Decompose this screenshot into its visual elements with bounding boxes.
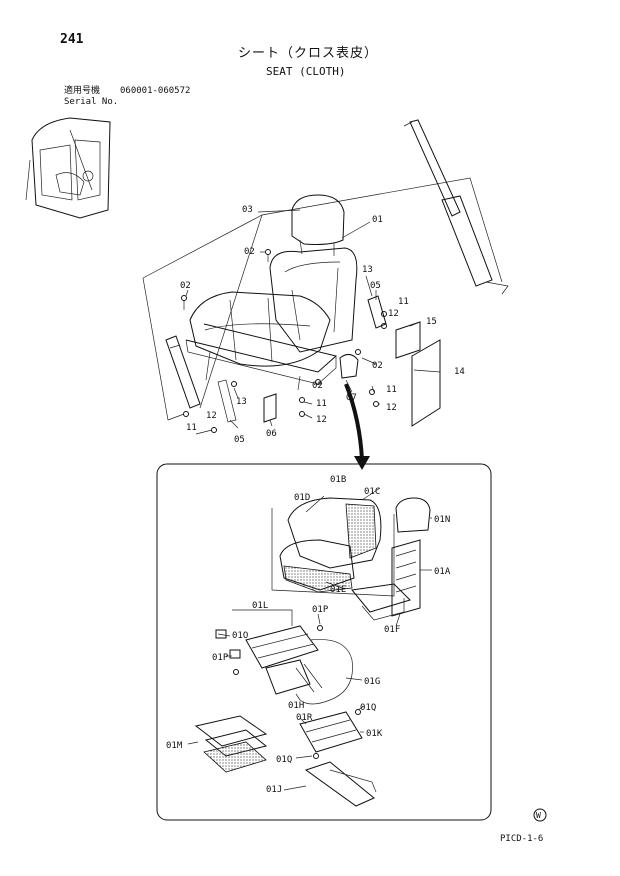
region-mark: W	[536, 811, 541, 820]
cover-plate-15	[395, 321, 421, 359]
label-01P-left: 01P	[212, 653, 229, 663]
bracket-06	[263, 393, 277, 423]
detail-cable-01G	[299, 639, 353, 705]
label-14: 14	[454, 367, 465, 377]
label-12-mid: 12	[386, 403, 397, 413]
label-03: 03	[242, 205, 253, 215]
side-panel-14	[411, 339, 441, 427]
label-11-right: 11	[398, 297, 409, 307]
seat-belt-left	[165, 335, 237, 423]
label-01C: 01C	[364, 487, 380, 497]
label-01E: 01E	[330, 585, 346, 595]
serial-label-japanese: 適用号機	[64, 86, 101, 96]
label-01G: 01G	[364, 677, 380, 687]
serial-range: 060001-060572	[120, 86, 191, 96]
label-15: 15	[426, 317, 437, 327]
label-02-left: 02	[180, 281, 191, 291]
label-13-left: 13	[236, 397, 247, 407]
bracket-07	[339, 354, 359, 379]
label-11-mid: 11	[386, 385, 397, 395]
label-01J: 01J	[266, 785, 282, 795]
detail-seat-cushion	[271, 497, 395, 597]
label-01H: 01H	[288, 701, 304, 711]
label-01: 01	[372, 215, 383, 225]
label-01L: 01L	[252, 601, 268, 611]
detail-lever-01J	[304, 761, 377, 807]
label-01Q-bottom: 01Q	[276, 755, 292, 765]
label-07: 07	[346, 393, 357, 403]
detail-arrow-head	[354, 456, 370, 470]
cab-inset-illustration	[25, 117, 111, 219]
label-01O: 01O	[232, 631, 248, 641]
detail-slide-rails	[215, 625, 323, 695]
seat-main-illustration	[185, 194, 358, 391]
title-japanese: シート（クロス表皮）	[238, 46, 379, 61]
label-02-mid: 02	[372, 361, 383, 371]
label-11-lower: 11	[316, 399, 327, 409]
label-01K: 01K	[366, 729, 383, 739]
label-06: 06	[266, 429, 277, 439]
bolts	[167, 249, 387, 435]
region-mark-circle	[533, 808, 547, 822]
label-01R: 01R	[296, 713, 313, 723]
figure-code: PICD-1-6	[500, 834, 544, 844]
label-05-left: 05	[234, 435, 245, 445]
gas-strut-illustration	[403, 119, 509, 295]
part-labels: 01 03 02 02 13 05 11 12 15 14 02 02 07 1…	[166, 205, 465, 795]
label-12-right: 12	[388, 309, 399, 319]
label-01N: 01N	[434, 515, 450, 525]
detail-back-frame	[351, 539, 421, 621]
label-01A: 01A	[434, 567, 451, 577]
label-01Q-top: 01Q	[360, 703, 376, 713]
label-12-lower: 12	[316, 415, 327, 425]
label-12-left: 12	[206, 411, 217, 421]
label-01B: 01B	[330, 475, 346, 485]
label-11-left: 11	[186, 423, 197, 433]
serial-label-english: Serial No.	[64, 97, 119, 107]
leader-lines	[185, 209, 441, 791]
detail-suspension	[299, 709, 363, 759]
label-05-right: 05	[370, 281, 381, 291]
page-number: 241	[60, 32, 84, 47]
label-01F: 01F	[384, 625, 400, 635]
label-02-lower: 02	[312, 381, 323, 391]
label-01D: 01D	[294, 493, 310, 503]
detail-arrow	[344, 383, 364, 461]
detail-headrest	[395, 497, 431, 533]
detail-box	[156, 463, 492, 821]
detail-cushion-pad	[194, 715, 268, 773]
label-02-top: 02	[244, 247, 255, 257]
title-english: SEAT (CLOTH)	[266, 65, 346, 78]
label-13-right: 13	[362, 265, 373, 275]
label-01P-top: 01P	[312, 605, 329, 615]
label-01M: 01M	[166, 741, 183, 751]
